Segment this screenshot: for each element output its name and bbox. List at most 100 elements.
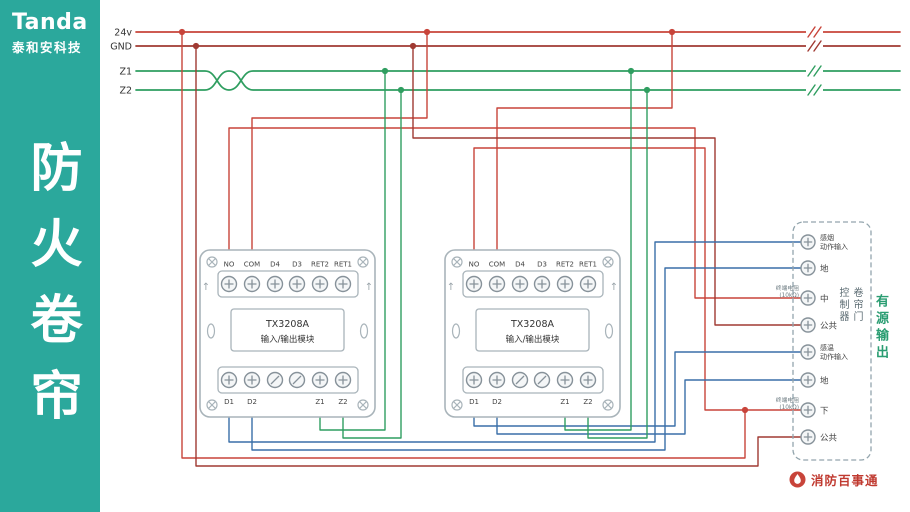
wire-module2-z2-to-bus	[587, 89, 648, 439]
terminal-label: D2	[492, 398, 502, 406]
terminal-label: Z1	[315, 398, 324, 406]
controller-terminal-label: 感温	[820, 343, 834, 352]
screw-terminal-icon	[511, 275, 529, 293]
controller-name-label: 卷帘门控制器	[837, 287, 862, 323]
break-mark-gnd	[807, 40, 822, 52]
junction-dot	[627, 67, 635, 75]
screw-terminal-icon	[334, 275, 352, 293]
break-mark-z1	[807, 65, 822, 77]
screw-terminal-icon	[556, 275, 574, 293]
slot-screw-icon	[266, 371, 284, 389]
screw-terminal-icon	[220, 275, 238, 293]
corner-screw-icon	[602, 256, 614, 268]
wire-module2-com-to-24v	[496, 31, 673, 251]
wire-module1-no-to-middle	[228, 127, 802, 299]
page-title-vertical: 防火卷帘	[21, 140, 81, 444]
screw-terminal-icon	[488, 371, 506, 389]
bus-label-z1: Z1	[119, 67, 132, 78]
screw-terminal-icon	[800, 317, 816, 333]
io-module-2: NO COM D4 D3 RET2 RET1 ↑ ↑ TX3208A 输入/输出…	[444, 249, 621, 418]
footer-logo: 消防百事通	[789, 470, 879, 489]
terminal-resistor-note: (10kΩ)	[779, 293, 799, 299]
screw-terminal-icon	[579, 371, 597, 389]
terminal-strip	[217, 366, 359, 394]
corner-screw-icon	[357, 256, 369, 268]
screw-terminal-icon	[311, 371, 329, 389]
corner-screw-icon	[206, 256, 218, 268]
screw-terminal-icon	[243, 275, 261, 293]
terminal-label: RET2	[556, 261, 574, 269]
terminal-label: D3	[537, 261, 547, 269]
mounting-slot	[359, 323, 369, 339]
terminal-label: D1	[469, 398, 479, 406]
controller-terminal-label: 动作输入	[820, 352, 848, 361]
mounting-slot	[604, 323, 614, 339]
module-body	[444, 249, 621, 418]
module-body	[199, 249, 376, 418]
terminal-strip	[462, 270, 604, 298]
up-arrow-icon: ↑	[610, 282, 618, 293]
screw-terminal-icon	[800, 344, 816, 360]
screw-terminal-icon	[556, 371, 574, 389]
screw-terminal-icon	[800, 402, 816, 418]
bus-break-marks	[806, 26, 823, 96]
terminal-label: D4	[515, 261, 525, 269]
up-arrow-icon: ↑	[365, 282, 373, 293]
break-gap	[806, 84, 823, 96]
corner-screw-icon	[206, 399, 218, 411]
door-controller: 感烟 动作输入 地 终端电阻 (10kΩ) 中 公共 感温 动作输入 地 终端电…	[776, 221, 872, 461]
terminal-label: Z1	[560, 398, 569, 406]
slot-screw-icon	[533, 371, 551, 389]
brand-logo: Tanda 泰和安科技	[12, 10, 88, 56]
brand-name: Tanda	[12, 10, 88, 35]
bus-lines	[135, 31, 901, 91]
screw-terminal-icon	[533, 275, 551, 293]
bus-line-z1	[135, 70, 901, 91]
junction-dot	[741, 406, 749, 414]
controller-outline	[792, 221, 872, 461]
break-gap	[806, 40, 823, 52]
io-module-1: NO COM D4 D3 RET2 RET1 ↑ ↑ TX3208A 输入/输出…	[199, 249, 376, 418]
screw-terminal-icon	[800, 429, 816, 445]
terminal-resistor-note: (10kΩ)	[779, 405, 799, 411]
corner-screw-icon	[602, 399, 614, 411]
terminal-label: D2	[247, 398, 257, 406]
screw-terminal-icon	[488, 275, 506, 293]
junction-dot	[668, 28, 676, 36]
controller-terminal-label: 公共	[820, 434, 838, 444]
screw-terminal-icon	[311, 275, 329, 293]
break-mark-z2	[807, 84, 822, 96]
green-loop-wires	[319, 70, 648, 439]
screw-terminal-icon	[579, 275, 597, 293]
junction-dot	[381, 67, 389, 75]
corner-screw-icon	[357, 399, 369, 411]
terminal-label: Z2	[338, 398, 347, 406]
wire-module1-d1-to-smoke-input	[228, 241, 802, 443]
wire-module1-z1-to-bus	[319, 70, 386, 431]
wire-module2-d1-to-heat-input	[473, 351, 802, 427]
module-type-label: 输入/输出模块	[506, 334, 560, 345]
wire-module1-com-to-24v	[251, 31, 428, 251]
screw-terminal-icon	[800, 290, 816, 306]
bus-label-z2: Z2	[119, 86, 132, 97]
terminal-label: Z2	[583, 398, 592, 406]
terminal-label: NO	[469, 261, 480, 269]
slot-screw-icon	[511, 371, 529, 389]
junction-dot	[397, 86, 405, 94]
wire-gnd-to-common2	[195, 45, 802, 467]
module-label-box	[475, 308, 590, 352]
terminal-label: D1	[224, 398, 234, 406]
module-model: TX3208A	[510, 319, 554, 330]
slot-screw-icon	[288, 371, 306, 389]
junction-dot	[409, 42, 417, 50]
terminal-resistor-note: 终端电阻	[776, 396, 799, 404]
screw-terminal-icon	[243, 371, 261, 389]
screw-terminal-icon	[266, 275, 284, 293]
screw-terminal-icon	[800, 372, 816, 388]
wire-module2-z1-to-bus	[564, 70, 632, 431]
terminal-label: COM	[489, 261, 505, 269]
screw-terminal-icon	[800, 260, 816, 276]
wire-module2-no-to-down	[473, 147, 802, 411]
brand-subtitle: 泰和安科技	[12, 40, 83, 55]
